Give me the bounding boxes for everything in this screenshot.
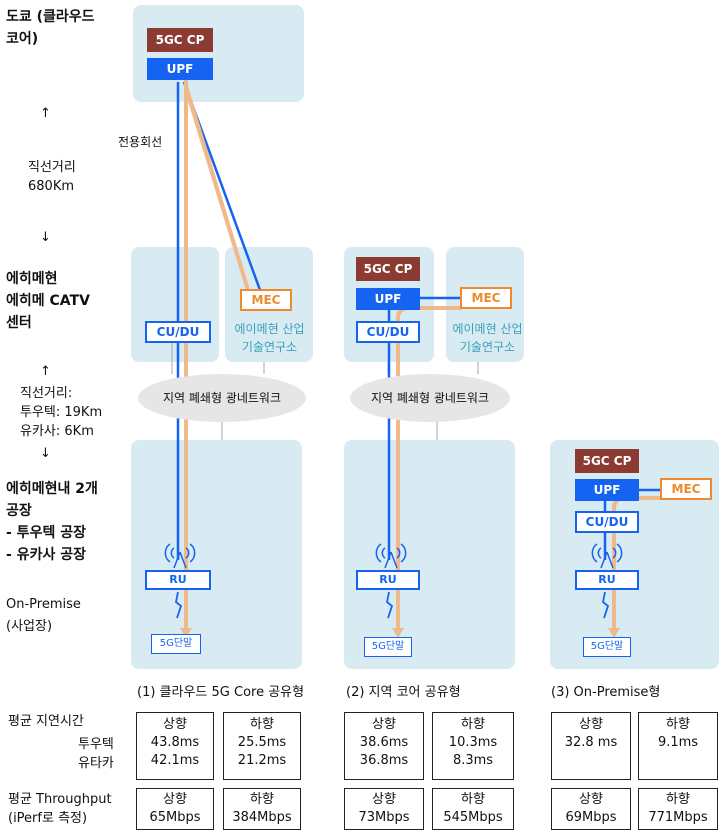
throughput-label: 평균 Throughput(iPerf로 측정) — [8, 792, 112, 826]
5gc-cp-box: 5GC CP — [147, 28, 213, 52]
latency-label: 평균 지연시간 — [8, 714, 84, 729]
site-label: 유타카 — [78, 756, 114, 771]
wireless-link-icon — [602, 591, 610, 619]
upf-box: UPF — [575, 479, 639, 501]
5gc-cp-box: 5GC CP — [575, 449, 639, 473]
leased-line-label: 전용회선 — [118, 135, 163, 149]
5g-terminal: 5G단말 — [583, 637, 631, 657]
ru-box: RU — [575, 570, 639, 590]
cu-du-box: CU/DU — [145, 321, 211, 343]
mec-box: MEC — [240, 289, 292, 311]
upf-box: UPF — [147, 58, 213, 80]
5gc-cp-box: 5GC CP — [356, 257, 420, 281]
antenna-icon — [164, 543, 196, 569]
5g-terminal: 5G단말 — [151, 634, 201, 654]
5g-terminal: 5G단말 — [364, 637, 412, 657]
scenario-title: (2) 지역 코어 공유형 — [346, 685, 461, 700]
factory-zone-2 — [344, 440, 515, 669]
onpremise-label: On-Premise(사업장) — [6, 597, 81, 634]
wireless-link-icon — [175, 591, 183, 619]
arrow-down-icon: ↓ — [40, 230, 51, 245]
scenario-title: (3) On-Premise형 — [551, 685, 661, 700]
tokyo-zone — [133, 5, 304, 102]
ru-box: RU — [145, 570, 211, 590]
regional-network: 지역 폐쇄형 광네트워크 — [350, 374, 510, 422]
scenario-title: (1) 클라우드 5G Core 공유형 — [137, 685, 305, 700]
arrow-up-icon: ↑ — [40, 364, 51, 379]
site-label: 투우텍 — [78, 737, 114, 752]
mec-box: MEC — [660, 478, 712, 500]
upf-box: UPF — [356, 288, 420, 310]
arrow-down-icon: ↓ — [40, 446, 51, 461]
cu-du-box: CU/DU — [575, 511, 639, 533]
ru-box: RU — [356, 570, 420, 590]
mec-box: MEC — [460, 287, 512, 309]
antenna-icon — [375, 543, 407, 569]
arrow-up-icon: ↑ — [40, 106, 51, 121]
factory-zone-1 — [131, 440, 302, 669]
cu-du-box: CU/DU — [356, 321, 420, 343]
antenna-icon — [591, 543, 623, 569]
wireless-link-icon — [386, 591, 394, 619]
regional-network: 지역 폐쇄형 광네트워크 — [138, 374, 306, 422]
